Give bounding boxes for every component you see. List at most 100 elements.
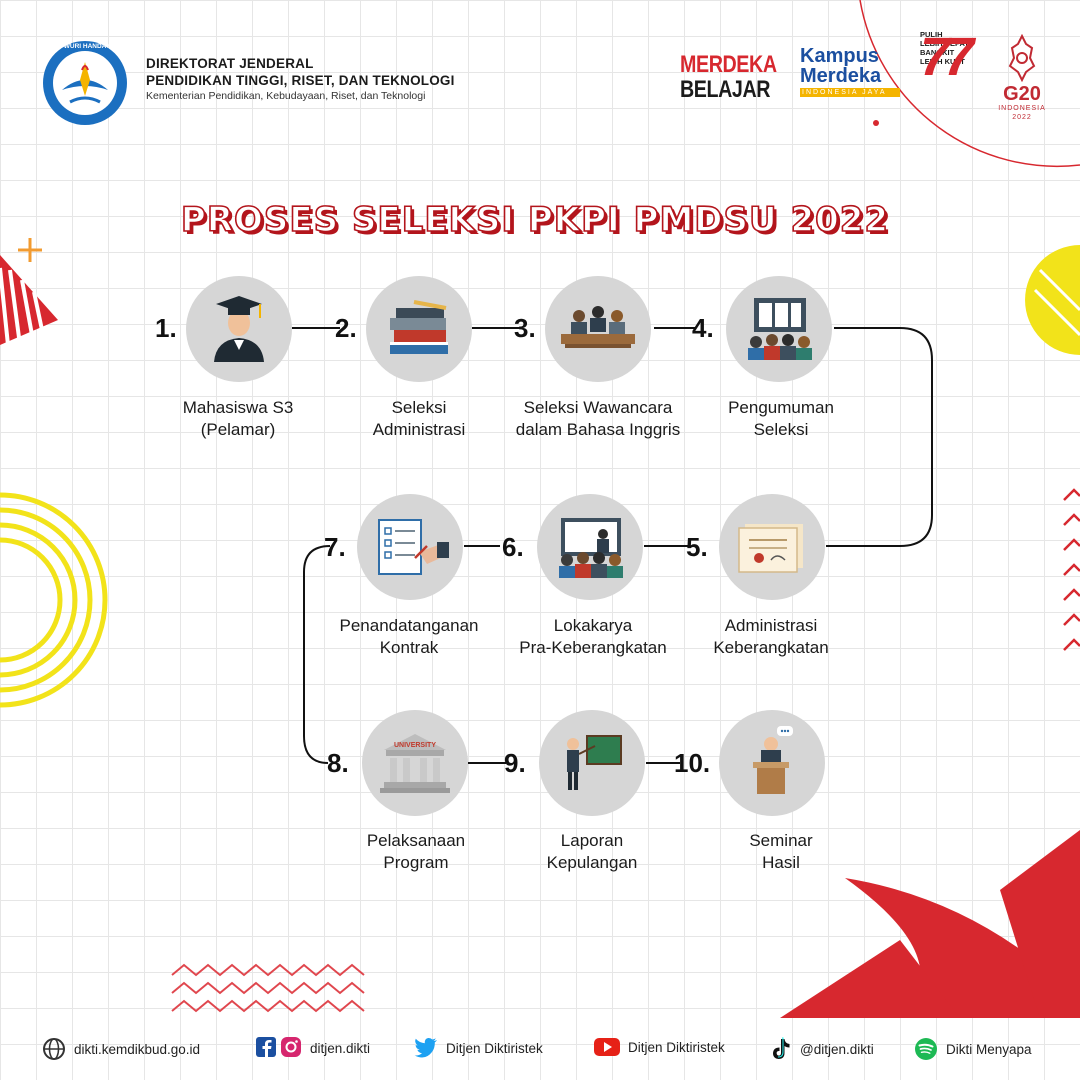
step-6-circle	[537, 494, 643, 600]
step-3-circle	[545, 276, 651, 382]
step-8-label-line-2: Program	[383, 853, 449, 872]
step-5-circle	[719, 494, 825, 600]
indonesia-jaya-tag: INDONESIA JAYA	[800, 88, 900, 97]
step-9-label: Laporan Kepulangan	[482, 830, 702, 874]
step-1-label: Mahasiswa S3 (Pelamar)	[128, 397, 348, 441]
step-2-label: Seleksi Administrasi	[309, 397, 529, 441]
step-4-number: 4.	[692, 313, 714, 343]
ri77-tagline-2: LEBIH CEPAT	[920, 39, 969, 48]
ri77-tagline-4: LEBIH KUAT	[920, 57, 965, 66]
contract-signing-icon	[378, 519, 449, 575]
merdeka-word: MERDEKA	[680, 51, 777, 78]
step-5-label-line-1: Administrasi	[724, 616, 818, 635]
step-9-label-line-1: Laporan	[560, 831, 624, 850]
step-6-number: 6.	[502, 532, 524, 562]
page-title: PROSES SELEKSI PKPI PMDSU 2022	[0, 199, 1070, 241]
step-5-label: Administrasi Keberangkatan	[661, 615, 881, 659]
step-3-label-line-2: dalam Bahasa Inggris	[515, 420, 681, 439]
footer-twitter[interactable]: Ditjen Diktiristek	[414, 1037, 543, 1059]
step-3-number: 3.	[514, 313, 536, 343]
presentation-icon	[567, 735, 622, 790]
kampus-word: Kampus	[800, 45, 879, 67]
step-10-number: 10.	[674, 748, 711, 778]
ri77-logo: 77 PULIH LEBIH CEPAT BANGKIT LEBIH KUAT	[920, 30, 980, 84]
merdeka-belajar-logo: MERDEKA BELAJAR	[680, 52, 780, 102]
step-9-circle	[539, 710, 645, 816]
step-7-label-line-1: Penandatanganan	[339, 616, 479, 635]
footer: dikti.kemdikbud.go.id ditjen.dikti Ditje…	[0, 1025, 1080, 1075]
belajar-word: BELAJAR	[680, 76, 771, 103]
footer-facebook-instagram[interactable]: ditjen.dikti	[256, 1037, 370, 1059]
step-2-circle	[366, 276, 472, 382]
step-1-label-line-2: (Pelamar)	[200, 420, 276, 439]
footer-website[interactable]: dikti.kemdikbud.go.id	[42, 1037, 200, 1061]
twitter-icon	[414, 1037, 437, 1058]
step-6-label-line-2: Pra-Keberangkatan	[519, 638, 667, 657]
step-1-label-line-1: Mahasiswa S3	[182, 398, 294, 417]
workshop-icon	[559, 518, 623, 578]
university-icon	[380, 734, 450, 793]
step-4-label-line-1: Pengumuman	[728, 398, 834, 417]
tut-wuri-handayani-logo	[43, 41, 127, 125]
step-6-label: Lokakarya Pra-Keberangkatan	[483, 615, 703, 659]
step-8-label: Pelaksanaan Program	[306, 830, 526, 874]
books-icon	[390, 300, 448, 354]
page-title-text: PROSES SELEKSI PKPI PMDSU 2022	[180, 199, 890, 241]
g20-name: G20	[1003, 83, 1041, 105]
footer-tiktok-text: @ditjen.dikti	[800, 1041, 874, 1057]
step-5-number: 5.	[686, 532, 708, 562]
step-5-label-line-2: Keberangkatan	[713, 638, 829, 657]
ri77-tagline-1: PULIH	[920, 30, 943, 39]
ri77-tagline-3: BANGKIT	[920, 48, 955, 57]
directorate-line-2: PENDIDIKAN TINGGI, RISET, DAN TEKNOLOGI	[146, 73, 455, 88]
step-8-number: 8.	[327, 748, 349, 778]
directorate-line-1: DIREKTORAT JENDERAL	[146, 56, 314, 71]
step-10-label-line-1: Seminar	[749, 831, 813, 850]
step-10-label: Seminar Hasil	[671, 830, 891, 874]
step-8-circle: UNIVERSITY	[362, 710, 468, 816]
interview-panel-icon	[561, 306, 635, 348]
speaker-podium-icon	[753, 726, 793, 794]
footer-youtube[interactable]: Ditjen Diktiristek	[594, 1037, 725, 1057]
facebook-instagram-icon	[256, 1037, 301, 1057]
step-3-label-line-1: Seleksi Wawancara	[523, 398, 673, 417]
spotify-icon	[915, 1038, 937, 1060]
g20-emblem-icon	[1008, 34, 1036, 82]
step-1-circle	[186, 276, 292, 382]
merdeka-word-2: Merdeka	[800, 65, 882, 87]
step-4-label: Pengumuman Seleksi	[671, 397, 891, 441]
step-7-circle	[357, 494, 463, 600]
step-2-number: 2.	[335, 313, 357, 343]
step-9-label-line-2: Kepulangan	[546, 853, 638, 872]
logo-caption: TUT WURI HANDAYANI	[49, 43, 121, 50]
step-6-label-line-1: Lokakarya	[553, 616, 633, 635]
footer-tiktok[interactable]: @ditjen.dikti	[770, 1037, 874, 1061]
footer-spotify[interactable]: Dikti Menyapa	[914, 1037, 1032, 1061]
g20-year: 2022	[1012, 114, 1032, 121]
globe-icon	[43, 1038, 65, 1060]
step-4-circle	[726, 276, 832, 382]
graduate-icon	[214, 296, 264, 362]
step-10-label-line-2: Hasil	[762, 853, 800, 872]
step-8-label-line-1: Pelaksanaan	[366, 831, 466, 850]
step-4-label-line-2: Seleksi	[753, 420, 809, 439]
step-1-number: 1.	[155, 313, 177, 343]
footer-facebook-instagram-text: ditjen.dikti	[310, 1040, 371, 1056]
announcement-board-icon	[748, 298, 812, 360]
step-3-label: Seleksi Wawancara dalam Bahasa Inggris	[488, 397, 708, 441]
step-7-number: 7.	[324, 532, 346, 562]
kampus-merdeka-logo: Kampus Merdeka INDONESIA JAYA	[800, 46, 900, 97]
footer-website-text: dikti.kemdikbud.go.id	[74, 1041, 201, 1057]
step-10-circle	[719, 710, 825, 816]
ministry-name: Kementerian Pendidikan, Kebudayaan, Rise…	[146, 90, 426, 102]
g20-country: INDONESIA	[998, 105, 1046, 112]
step-7-label-line-2: Kontrak	[379, 638, 439, 657]
footer-twitter-text: Ditjen Diktiristek	[446, 1040, 543, 1056]
step-2-label-line-1: Seleksi	[391, 398, 447, 417]
certificate-icon	[738, 524, 803, 573]
university-sign-text: UNIVERSITY	[393, 742, 436, 749]
footer-spotify-text: Dikti Menyapa	[946, 1041, 1032, 1057]
step-7-label: Penandatanganan Kontrak	[299, 615, 519, 659]
